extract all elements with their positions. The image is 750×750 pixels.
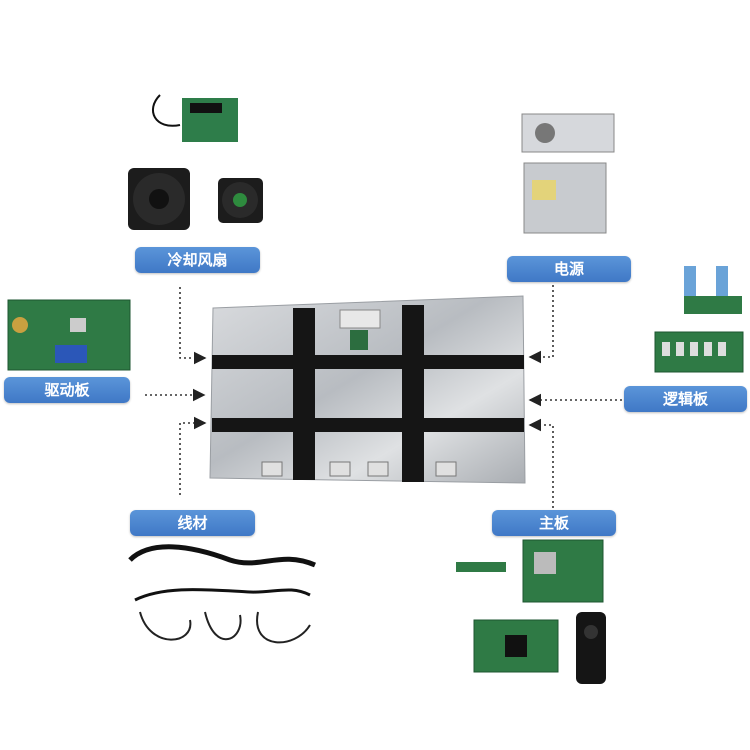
- label-power: 电源: [507, 256, 631, 282]
- small-pcb: [350, 330, 368, 350]
- label-logic: 逻辑板: [624, 386, 747, 412]
- arrow-fan: [179, 287, 207, 365]
- label-fan: 冷却风扇: [135, 247, 260, 273]
- panel-back: [209, 295, 526, 484]
- arrow-cable: [179, 416, 207, 495]
- arrow-power: [528, 285, 554, 364]
- vga-port: [55, 345, 87, 363]
- label-cable: 线材: [130, 510, 255, 536]
- black-frame: [212, 305, 524, 482]
- t-con-connector: [339, 309, 381, 329]
- label-driver: 驱动板: [4, 377, 130, 403]
- label-mainboard: 主板: [492, 510, 616, 536]
- logic-small-pcb: [684, 296, 742, 314]
- remote-control: [576, 612, 606, 684]
- panel-connectors: [261, 461, 457, 477]
